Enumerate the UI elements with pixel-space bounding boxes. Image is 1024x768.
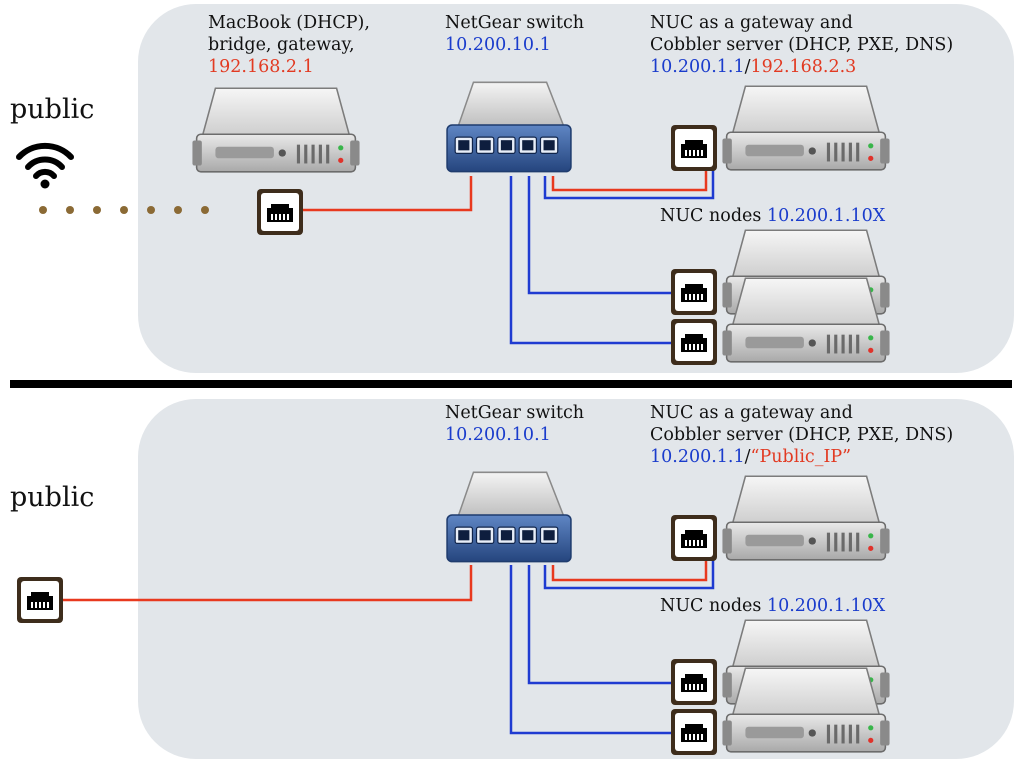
nodes-text-top: NUC nodes bbox=[660, 206, 762, 226]
ethernet-port-icon bbox=[671, 709, 717, 755]
gateway-label-bottom: NUC as a gateway and Cobbler server (DHC… bbox=[650, 402, 953, 468]
cable-switch-to-gateway-blue bbox=[543, 540, 715, 590]
cable-macbook-to-switch bbox=[303, 176, 473, 212]
switch-ip-bottom: 10.200.10.1 bbox=[445, 425, 551, 445]
public-label-bottom: public bbox=[10, 482, 95, 513]
wifi-icon bbox=[16, 142, 74, 189]
nodes-text-bottom: NUC nodes bbox=[660, 596, 762, 616]
gateway-ip-bottom: 10.200.1.1/“Public_IP” bbox=[650, 446, 953, 468]
gateway-external-ip-bottom: “Public_IP” bbox=[750, 447, 852, 467]
public-label-top: public bbox=[10, 94, 95, 125]
switch-label-bottom: NetGear switch 10.200.10.1 bbox=[445, 402, 584, 446]
section-divider bbox=[10, 380, 1012, 388]
gateway-line2-top: Cobbler server (DHCP, PXE, DNS) bbox=[650, 35, 954, 55]
gateway-ip-separator-top: / bbox=[744, 57, 751, 77]
gateway-line1-top: NUC as a gateway and bbox=[650, 13, 853, 33]
ethernet-port-icon bbox=[671, 515, 717, 561]
cable-switch-to-gateway-blue bbox=[543, 150, 715, 200]
switch-name-top: NetGear switch bbox=[445, 13, 585, 33]
wireless-link-dots bbox=[39, 206, 209, 214]
macbook-ip: 192.168.2.1 bbox=[208, 57, 314, 77]
switch-ip-top: 10.200.10.1 bbox=[445, 35, 551, 55]
gateway-label-top: NUC as a gateway and Cobbler server (DHC… bbox=[650, 12, 953, 78]
gateway-ip-top: 10.200.1.1/192.168.2.3 bbox=[650, 56, 953, 78]
macbook-label-line2: bridge, gateway, bbox=[208, 35, 355, 55]
ethernet-port-icon bbox=[17, 577, 63, 623]
gateway-line1-bottom: NUC as a gateway and bbox=[650, 403, 853, 423]
cable-switch-to-node2 bbox=[509, 176, 672, 345]
nodes-label-bottom: NUC nodes 10.200.1.10X bbox=[660, 595, 885, 617]
switch-name-bottom: NetGear switch bbox=[445, 403, 585, 423]
network-switch-icon bbox=[446, 471, 572, 563]
cable-switch-to-node1 bbox=[527, 176, 672, 295]
ethernet-port-icon bbox=[671, 659, 717, 705]
gateway-internal-ip-bottom: 10.200.1.1 bbox=[650, 447, 745, 467]
nodes-label-top: NUC nodes 10.200.1.10X bbox=[660, 205, 885, 227]
server-icon bbox=[722, 475, 890, 561]
gateway-internal-ip-top: 10.200.1.1 bbox=[650, 57, 745, 77]
cable-switch-to-node2 bbox=[509, 565, 672, 735]
nodes-ip-top: 10.200.1.10X bbox=[766, 206, 886, 226]
nodes-ip-bottom: 10.200.1.10X bbox=[766, 596, 886, 616]
cable-public-to-switch bbox=[62, 565, 473, 602]
gateway-external-ip-top: 192.168.2.3 bbox=[750, 57, 857, 77]
switch-label-top: NetGear switch 10.200.10.1 bbox=[445, 12, 584, 56]
gateway-line2-bottom: Cobbler server (DHCP, PXE, DNS) bbox=[650, 425, 954, 445]
server-icon bbox=[722, 667, 890, 753]
cable-switch-to-node1 bbox=[527, 565, 672, 685]
macbook-label-line1: MacBook (DHCP), bbox=[208, 13, 370, 33]
gateway-ip-separator-bottom: / bbox=[744, 447, 751, 467]
macbook-label: MacBook (DHCP), bridge, gateway, 192.168… bbox=[208, 12, 370, 78]
